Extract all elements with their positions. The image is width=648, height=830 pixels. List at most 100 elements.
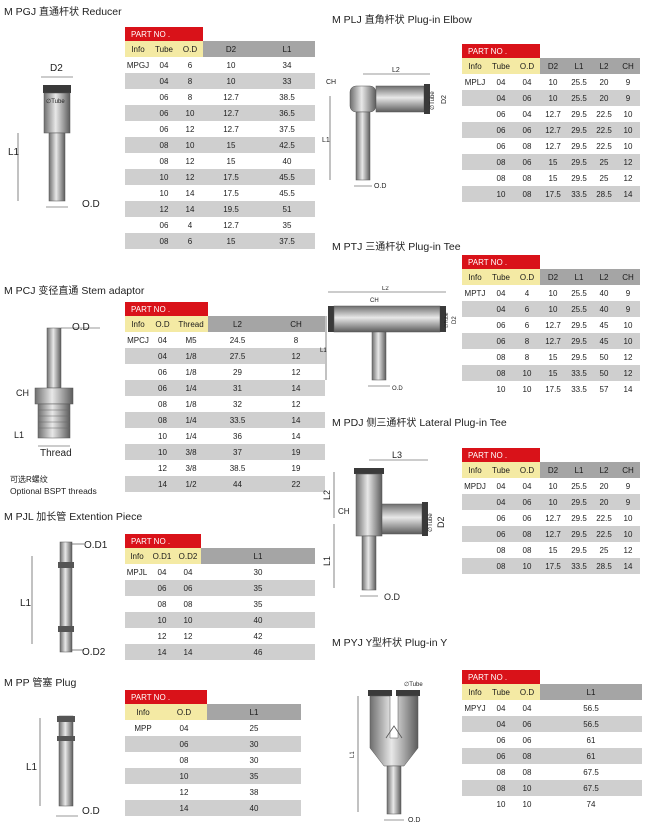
label-tube: ∅Tube — [404, 681, 423, 688]
table-cell: 25 — [592, 542, 616, 558]
table-cell: 30 — [207, 752, 301, 768]
table-cell — [462, 716, 488, 732]
table-cell — [125, 768, 161, 784]
title-cn: 直通杆状 — [39, 7, 80, 18]
table-cell: 08 — [488, 780, 514, 796]
table-cell: 4 — [514, 285, 540, 301]
part-no-label: PART NO . — [462, 670, 540, 684]
part-no-spacer — [203, 27, 315, 41]
part-no-label: PART NO . — [125, 302, 208, 316]
table-cell: MPGJ — [125, 57, 151, 73]
part-no-spacer — [540, 255, 640, 269]
table-cell: 10 — [616, 122, 640, 138]
table-cell: 20 — [592, 90, 616, 106]
table-cell: 12 — [175, 628, 201, 644]
table-cell: 42 — [201, 628, 315, 644]
table-cell: 28.5 — [592, 558, 616, 574]
table-cell: 04 — [488, 478, 514, 494]
label-thread: Thread — [40, 448, 72, 459]
table-cell: 14 — [149, 644, 175, 660]
table-cell: 35 — [207, 768, 301, 784]
table-cell — [125, 444, 151, 460]
column-header: Info — [462, 462, 488, 478]
table-cell: 36 — [208, 428, 267, 444]
table-cell — [125, 121, 151, 137]
part-no-label: PART NO . — [125, 27, 203, 41]
column-header: L1 — [207, 704, 301, 720]
table-cell — [125, 460, 151, 476]
table-cell: 29.5 — [566, 106, 592, 122]
label-ch: CH — [338, 507, 350, 516]
table-cell: 6 — [177, 57, 203, 73]
label-l1: L1 — [320, 348, 327, 354]
label-l2: L2 — [392, 67, 400, 74]
table-cell: 12 — [267, 396, 325, 412]
table-cell: 12.7 — [540, 333, 566, 349]
title-en: Stem adaptor — [81, 285, 145, 297]
table-cell: 50 — [592, 349, 616, 365]
column-header: O.D — [177, 41, 203, 57]
table-cell — [462, 138, 488, 154]
table-cell: 42.5 — [259, 137, 315, 153]
table-cell: 10 — [514, 558, 540, 574]
table-cell: 10 — [514, 365, 540, 381]
label-d2: D2 — [441, 95, 448, 104]
table-cell: 10 — [540, 478, 566, 494]
label-tube: ∅Tube — [444, 312, 450, 328]
table-cell: 6 — [514, 301, 540, 317]
table-cell: 08 — [151, 153, 177, 169]
table-cell: 12 — [616, 542, 640, 558]
table-cell: 40 — [592, 301, 616, 317]
table-cell: 08 — [161, 752, 207, 768]
table-cell — [125, 784, 161, 800]
table-cell: 22.5 — [592, 106, 616, 122]
table-cell — [462, 122, 488, 138]
table-cell: 04 — [514, 700, 540, 716]
table-cell: 25.5 — [566, 478, 592, 494]
table-cell: 31 — [208, 380, 267, 396]
column-header: D2 — [540, 58, 566, 74]
mpgj-reducer-drawing: D2 ∅Tube L1 O.D — [8, 63, 100, 210]
table-cell: 1/8 — [174, 364, 208, 380]
table-cell: 08 — [488, 365, 514, 381]
table-cell: 04 — [149, 564, 175, 580]
table-cell: 29.5 — [566, 138, 592, 154]
table-cell: 10 — [175, 612, 201, 628]
part-no-label: PART NO . — [462, 255, 540, 269]
table-cell: 10 — [149, 612, 175, 628]
table-cell: 14 — [616, 381, 640, 397]
label-ch: CH — [326, 79, 336, 86]
table-cell: 08 — [151, 137, 177, 153]
title-mpjl: M PJL 加长管 Extention Piece — [4, 508, 142, 523]
table-cell — [125, 89, 151, 105]
table-cell — [125, 105, 151, 121]
table-cell: 06 — [488, 138, 514, 154]
table-cell: 35 — [201, 580, 315, 596]
table-cell: 17.5 — [540, 558, 566, 574]
table-cell: 10 — [514, 780, 540, 796]
table-cell — [125, 137, 151, 153]
table-cell: 06 — [151, 105, 177, 121]
table-cell: 06 — [149, 580, 175, 596]
table-cell: 06 — [514, 154, 540, 170]
column-header: Info — [462, 269, 488, 285]
table-cell: 40 — [259, 153, 315, 169]
table-cell: 61 — [540, 748, 642, 764]
table-cell: 14 — [267, 412, 325, 428]
table-cell: 08 — [514, 138, 540, 154]
column-header: L1 — [201, 548, 315, 564]
column-header: Thread — [174, 316, 208, 332]
